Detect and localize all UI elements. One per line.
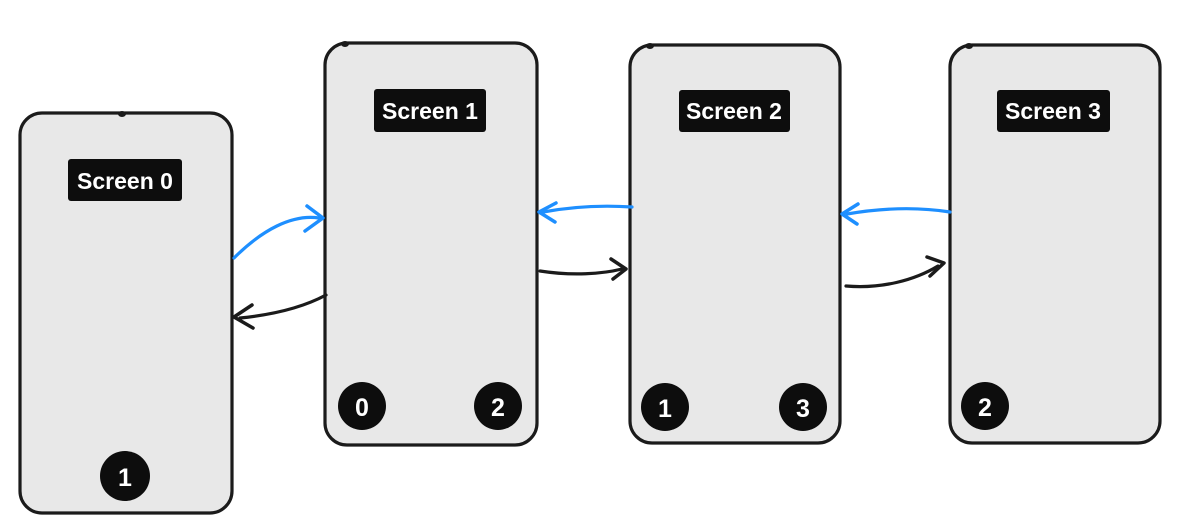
screen-node-2: Screen 2 1 3 [628, 43, 842, 445]
arrow-screen1-to-screen2 [538, 257, 628, 281]
screen-2-label: Screen 2 [686, 98, 782, 124]
arrow-screen0-to-screen1 [232, 204, 325, 260]
arrow-screen2-to-screen1 [537, 201, 634, 224]
pen-stroke-dot [118, 111, 126, 117]
screen-3-stack-badge [961, 382, 1009, 430]
screen-1-frame [323, 41, 539, 447]
arrowhead-icon [537, 201, 558, 224]
screen-3-label-badge [997, 90, 1110, 132]
arrow-curve [845, 207, 952, 216]
pen-stroke-dot [341, 41, 349, 47]
arrow-curve [541, 204, 634, 214]
arrowhead-icon [609, 257, 628, 281]
arrow-curve [232, 215, 321, 260]
screen-0-stack-value: 1 [118, 464, 132, 492]
arrow-curve [538, 267, 624, 276]
screen-3-frame [948, 43, 1162, 445]
screen-1-label: Screen 1 [382, 98, 478, 124]
screen-1-stack-badge-right [474, 382, 522, 430]
screen-0-stack-badge [100, 451, 150, 501]
screen-2-frame [628, 43, 842, 445]
screen-0-frame [18, 111, 234, 515]
screen-2-stack-value-left: 1 [658, 395, 672, 423]
screen-1-stack-value-left: 0 [355, 394, 369, 422]
arrow-screen2-to-screen3 [844, 255, 946, 289]
arrow-curve [844, 264, 940, 289]
pen-stroke-dot [965, 43, 973, 49]
screen-1-label-badge [374, 89, 486, 132]
screen-1-stack-value-right: 2 [491, 394, 505, 422]
arrow-screen3-to-screen2 [840, 202, 952, 226]
screen-2-label-badge [679, 90, 790, 132]
screen-3-stack-value: 2 [978, 394, 992, 422]
screen-node-1: Screen 1 0 2 [323, 41, 539, 447]
arrowhead-icon [925, 255, 946, 278]
arrowhead-icon [232, 303, 255, 330]
arrow-curve [238, 293, 328, 320]
screen-0-label: Screen 0 [77, 168, 173, 194]
screen-node-3: Screen 3 2 [948, 43, 1162, 445]
pen-stroke-dot [646, 43, 654, 49]
screen-2-stack-value-right: 3 [796, 395, 810, 423]
screen-0-label-badge [68, 159, 182, 201]
screen-3-label: Screen 3 [1005, 98, 1101, 124]
screen-node-0: Screen 0 1 [18, 111, 234, 515]
arrow-screen1-to-screen0 [232, 293, 328, 330]
screen-2-stack-badge-right [779, 383, 827, 431]
screen-1-stack-badge-left [338, 382, 386, 430]
screen-2-stack-badge-left [641, 383, 689, 431]
arrowhead-icon [303, 204, 325, 233]
arrowhead-icon [840, 202, 860, 226]
